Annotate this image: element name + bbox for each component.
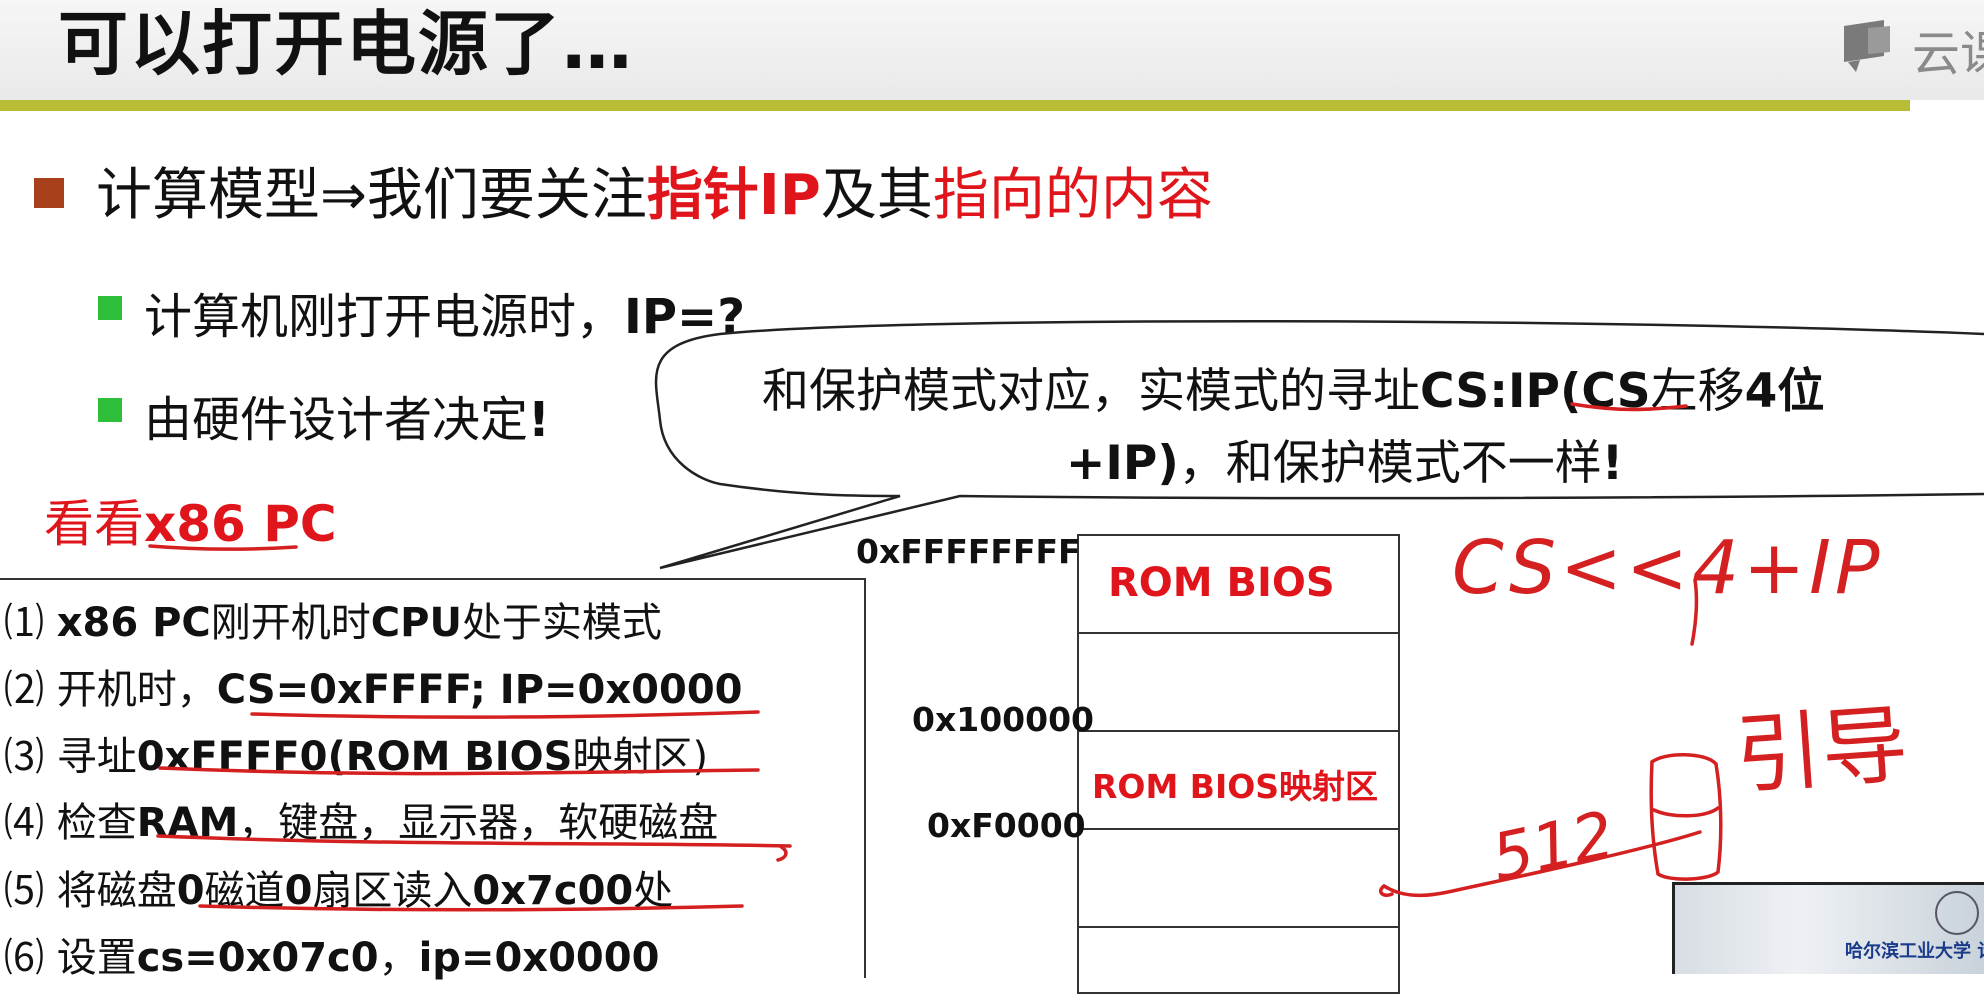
memory-cell-rom-bios: ROM BIOS — [1108, 560, 1335, 606]
memory-divider — [1077, 730, 1400, 732]
step-text: x86 PC — [56, 600, 211, 646]
step-text: 检查 — [56, 800, 137, 846]
step-text: ，键盘，显示器，软硬磁盘 — [238, 800, 719, 846]
bubble-plus-ip: +IP) — [1066, 436, 1179, 491]
step-text: 寻址 — [56, 734, 137, 780]
title-divider — [0, 100, 1910, 111]
step-text: 0 — [284, 868, 313, 914]
step-text: 开机时， — [56, 667, 217, 713]
main-text-part3: 及其 — [820, 163, 933, 228]
step-text: 处于实模式 — [461, 600, 662, 646]
memory-divider — [1077, 926, 1400, 928]
step-text: ， — [378, 935, 419, 981]
step-text: 0x7c00 — [472, 868, 634, 914]
sub-bullet-icon — [98, 398, 122, 422]
step-text: CPU — [370, 600, 462, 646]
look-label-prefix: 看看 — [44, 495, 144, 553]
main-bullet-icon — [34, 178, 64, 208]
step-text: 将磁盘 — [56, 868, 177, 914]
look-x86-pc-label: 看看x86 PC — [44, 484, 337, 556]
step-number: ⑵ — [4, 667, 44, 713]
memory-divider — [1077, 828, 1400, 830]
sub2-text: 由硬件设计者决定 — [144, 392, 529, 448]
bubble-text-1d: 4位 — [1744, 364, 1825, 419]
handwritten-cs-formula: CS<<4+IP — [1452, 525, 1884, 611]
bubble-text-1c: 左移 — [1650, 364, 1745, 419]
boot-step-2: ⑵ 开机时，CS=0xFFFF; IP=0x0000 — [4, 657, 742, 715]
video-caption: 哈尔滨工业大学 计算机科学 — [1845, 941, 1984, 962]
handwritten-boot: 引导 — [1732, 695, 1911, 807]
look-label-x86pc: x86 PC — [144, 495, 337, 553]
main-bullet-text: 计算模型⇒我们要关注指针IP及其指向的内容 — [96, 150, 1213, 231]
bubble-line-2: +IP)，和保护模式不一样! — [1066, 424, 1623, 493]
lecturer-video-thumbnail[interactable]: 哈尔滨工业大学 计算机科学 — [1672, 882, 1984, 974]
bubble-exclaim: ! — [1601, 436, 1624, 491]
university-emblem-icon — [1935, 891, 1979, 935]
bubble-text-1a: 和保护模式对应，实模式的寻址 — [762, 364, 1420, 419]
speech-bubble — [654, 319, 1984, 570]
step-number: ⑹ — [4, 935, 44, 981]
sub2-exclaim: ! — [528, 392, 550, 448]
cloud-course-logo-icon — [1844, 20, 1890, 72]
sub1-text: 计算机刚打开电源时， — [144, 289, 625, 345]
boot-steps-box — [0, 578, 866, 978]
main-text-pointer-ip: 指针IP — [646, 163, 821, 228]
step-number: ⑴ — [4, 600, 44, 646]
boot-step-5: ⑸ 将磁盘0磁道0扇区读入0x7c00处 — [4, 858, 673, 916]
memory-cell-rom-bios-mapped: ROM BIOS映射区 — [1092, 767, 1379, 806]
address-label-f0000: 0xF0000 — [927, 806, 1086, 845]
boot-step-1: ⑴ x86 PC刚开机时CPU处于实模式 — [4, 590, 662, 648]
logo-text: 云课 — [1912, 26, 1984, 82]
address-label-top: 0xFFFFFFFF — [856, 532, 1081, 571]
step-text: CS=0xFFFF; IP=0x0000 — [216, 667, 743, 713]
address-label-1m: 0x100000 — [912, 700, 1095, 739]
step-number: ⑶ — [4, 734, 44, 780]
step-text: ip=0x0000 — [418, 935, 660, 981]
boot-step-4: ⑷ 检查RAM，键盘，显示器，软硬磁盘 — [4, 790, 718, 848]
step-text: 扇区读入 — [312, 868, 473, 914]
step-text: 刚开机时 — [210, 600, 371, 646]
step-text: 设置 — [56, 935, 137, 981]
boot-step-6: ⑹ 设置cs=0x07c0，ip=0x0000 — [4, 925, 659, 983]
memory-divider — [1077, 632, 1400, 634]
page-title: 可以打开电源了… — [58, 3, 634, 85]
sub-bullet-hardware-designer: 由硬件设计者决定! — [144, 380, 550, 450]
bubble-text-2b: ，和保护模式不一样 — [1178, 436, 1602, 491]
step-text: cs=0x07c0 — [136, 935, 379, 981]
step-number: ⑷ — [4, 800, 44, 846]
handwriting-overlay — [148, 402, 1723, 912]
step-number: ⑸ — [4, 868, 44, 914]
main-text-part1: 计算模型⇒我们要关注 — [96, 163, 647, 228]
header-background — [0, 0, 1984, 100]
main-text-pointed-content: 指向的内容 — [932, 163, 1213, 228]
sub-bullet-icon — [98, 296, 122, 320]
